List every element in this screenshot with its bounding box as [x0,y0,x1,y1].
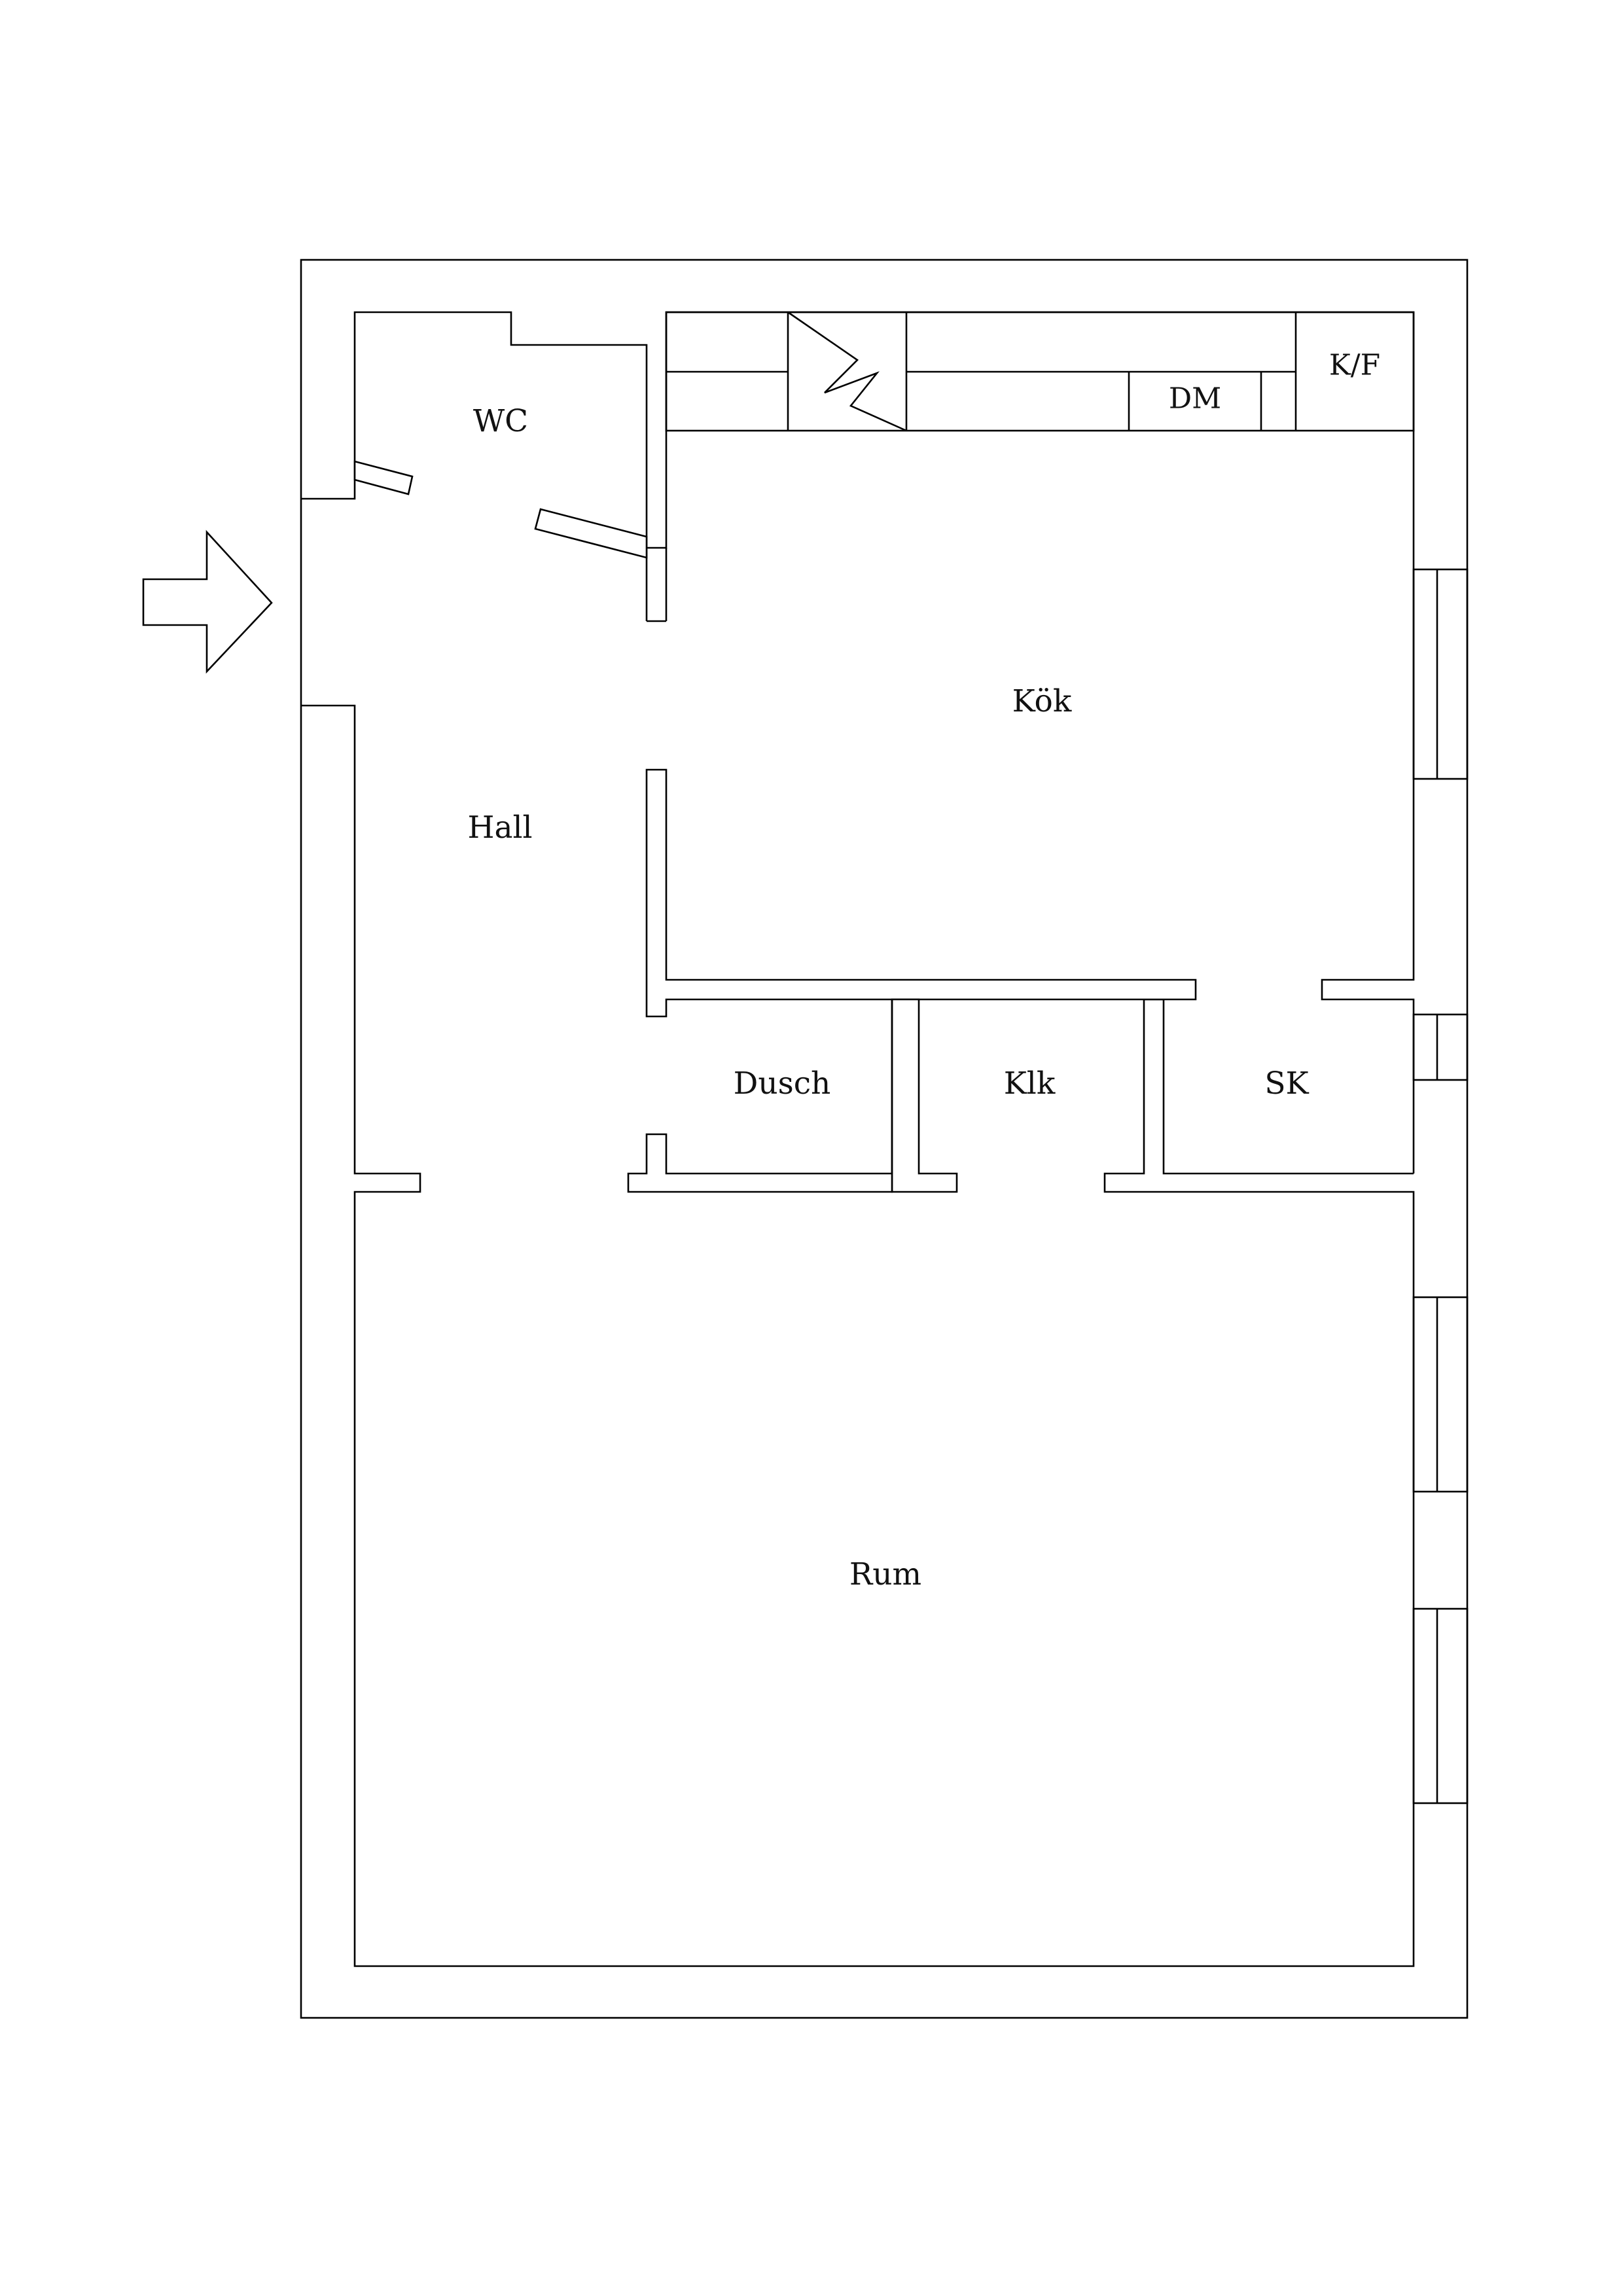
label-kf: K/F [1329,349,1380,382]
hall-kitchen-wall [645,768,1197,1018]
internal-walls [627,768,1197,1193]
outer-wall-outline [300,259,1469,2019]
outer-wall-inner-left-hall [301,704,1415,1967]
kitchen-counter [665,311,1415,432]
room-label-kok: Kök [1012,683,1072,719]
wc-door-stub-left [353,460,414,495]
room-label-wc: WC [473,403,528,439]
room-label-sk: SK [1264,1066,1309,1102]
window-sk [1412,1013,1469,1081]
window-kitchen [1412,568,1469,780]
window-rum-1 [1412,1296,1469,1493]
outer-wall [300,259,1469,2019]
room-label-hall: Hall [467,810,532,846]
dusch-klk-wall [891,998,958,1193]
window-rum-2 [1412,1607,1469,1804]
label-dm: DM [1169,382,1221,416]
wc-walls [353,460,648,559]
room-label-klk: Klk [1004,1066,1056,1102]
room-labels: WC Kök Hall Dusch Klk SK Rum DM K/F [467,349,1380,1593]
windows [1412,568,1469,1804]
room-label-rum: Rum [849,1556,921,1592]
arrow-right-icon [142,529,273,674]
stove-icon [787,311,907,432]
room-label-dusch: Dusch [734,1066,831,1102]
entrance-arrow-shape [142,529,273,674]
wc-door-leaf [534,508,648,559]
outer-wall-inner-top-left [301,311,1415,1174]
dusch-bottom-wall [627,1133,893,1193]
